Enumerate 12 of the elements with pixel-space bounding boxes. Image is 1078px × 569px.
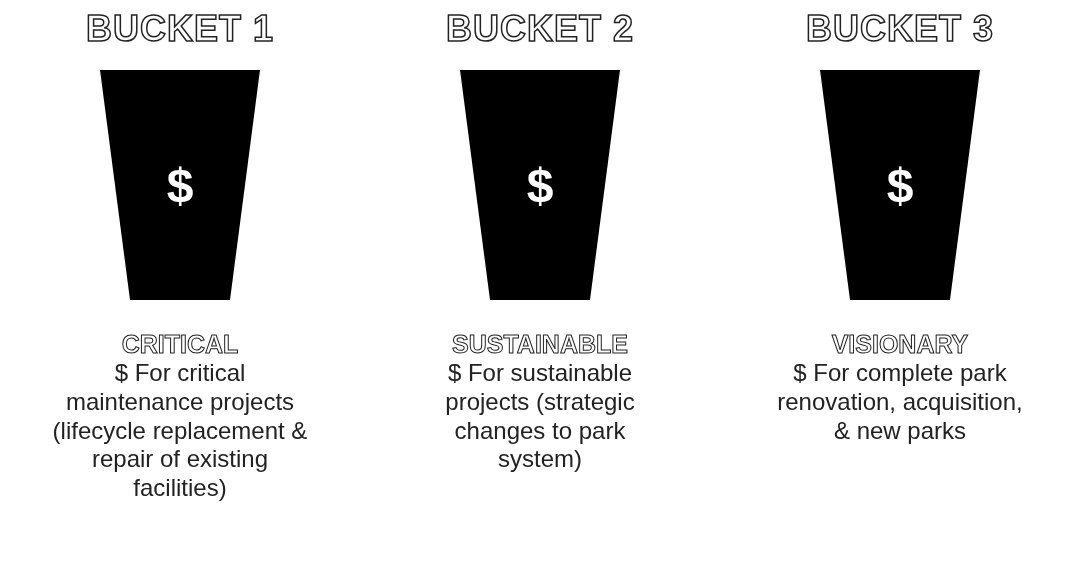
dollar-sign: $ bbox=[525, 158, 555, 213]
bucket-title: BUCKET 1 bbox=[85, 8, 275, 50]
bucket-title: BUCKET 2 bbox=[445, 8, 635, 50]
bucket-title: BUCKET 3 bbox=[805, 8, 995, 50]
category-heading: CRITICAL bbox=[121, 330, 239, 359]
dollar-sign: $ bbox=[165, 158, 195, 213]
category-heading: SUSTAINABLE bbox=[452, 330, 628, 359]
category-heading: VISIONARY bbox=[831, 330, 969, 359]
dollar-sign: $ bbox=[885, 158, 915, 213]
category-description: $ For complete park renovation, acquisition, & new parks bbox=[776, 359, 1024, 446]
category-description: $ For sustainable projects (strategic changes to park system) bbox=[444, 359, 636, 475]
category-description: $ For critical maintenance projects (lifecycle replacement & repair of existing facilities) bbox=[51, 359, 309, 503]
